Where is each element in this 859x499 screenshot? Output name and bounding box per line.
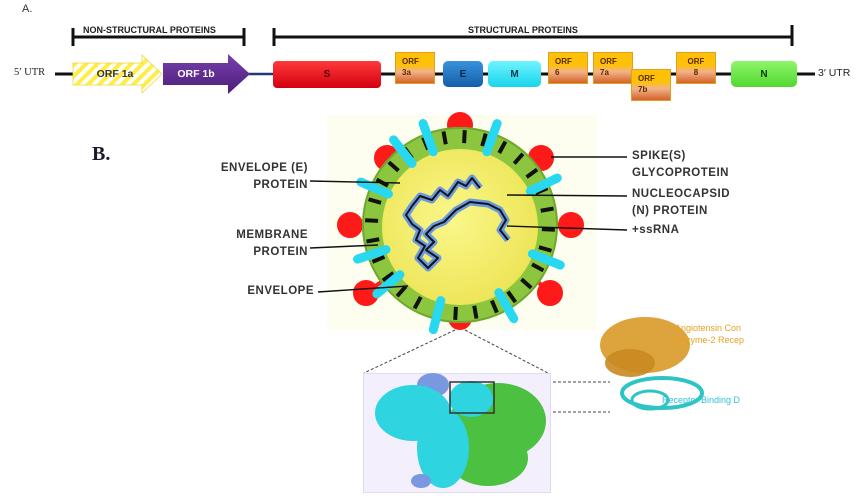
membrane-protein-marker (353, 245, 391, 264)
envelope-e-protein-tick (395, 285, 408, 298)
nucleocapsid-protein-line1: NUCLEOCAPSID (632, 188, 731, 200)
gene-orf7a: ORF 7a (593, 52, 633, 84)
spike-glycoprotein-label: SPIKE(S) GLYCOPROTEIN (632, 148, 729, 182)
orf3a-label-top: ORF (402, 57, 419, 66)
ssrna-label: +ssRNA (632, 224, 680, 236)
spike-trimer-structure (375, 373, 546, 488)
structural-proteins-label: STRUCTURAL PROTEINS (468, 25, 578, 35)
orf7b-label-bottom: 7b (638, 85, 648, 94)
gene-e: E (443, 61, 483, 87)
envelope-e-protein-tick (520, 277, 533, 290)
envelope-e-protein-tick (365, 218, 379, 223)
envelope-e-protein-tick (381, 271, 395, 283)
three-prime-utr-label: 3′ UTR (818, 67, 851, 79)
spike-glycoprotein-line2: GLYCOPROTEIN (632, 167, 729, 179)
orf6-label-bottom: 6 (555, 68, 560, 77)
envelope-inner-shadow (362, 127, 558, 323)
membrane-protein-marker (372, 270, 405, 299)
orf3a-label-bottom: 3a (402, 68, 411, 77)
envelope-e-protein-tick (371, 254, 386, 264)
nucleocapsid-protein-line2: (N) PROTEIN (632, 205, 708, 217)
rbd-highlight-box (449, 381, 495, 414)
callout-lines (309, 156, 628, 293)
orf1b-label: ORF 1b (177, 68, 215, 80)
envelope-e-protein-tick (453, 306, 458, 320)
gene-orf7b: ORF 7b (631, 69, 671, 101)
envelope-e-protein-tick (441, 131, 448, 145)
membrane-protein-line1: MEMBRANE (236, 229, 308, 241)
ace2-label-line2: Enzyme-2 Recep (675, 335, 745, 345)
envelope-e-protein-tick (368, 197, 382, 205)
panel-a-label: A. (22, 3, 33, 15)
membrane-protein-marker (428, 296, 446, 335)
five-prime-utr-label: 5′ UTR (14, 67, 46, 78)
orf1b-arrow (163, 54, 250, 94)
non-structural-bracket (71, 28, 246, 46)
virion-core (382, 149, 538, 305)
membrane-protein-marker (525, 173, 562, 196)
envelope-e-protein-tick (506, 290, 518, 304)
envelope-e-protein-tick (472, 305, 479, 319)
gene-orf8: ORF 8 (676, 52, 716, 84)
envelope-e-protein-line2: PROTEIN (253, 179, 308, 191)
envelope-e-protein-tick (480, 133, 488, 147)
ssrna-backbone (405, 177, 509, 269)
orf6-label-top: ORF (555, 57, 572, 66)
membrane-protein-line2: PROTEIN (253, 246, 308, 258)
orf1a-arrow (72, 54, 163, 94)
orf1a-label: ORF 1a (96, 68, 134, 80)
envelope-e-protein-tick (366, 237, 380, 244)
envelope-e-protein-tick (412, 296, 423, 310)
envelope-e-protein-tick (541, 227, 555, 232)
membrane-protein-marker (418, 119, 438, 157)
membrane-protein-label: MEMBRANE PROTEIN (196, 227, 308, 261)
envelope-e-protein-tick (540, 206, 554, 213)
envelope-e-protein-tick (525, 167, 539, 179)
envelope-e-protein-tick (512, 152, 525, 165)
non-structural-proteins-label: NON-STRUCTURAL PROTEINS (83, 25, 216, 35)
envelope-e-protein-tick (531, 262, 545, 273)
envelope-e-protein-tick (387, 160, 400, 173)
zoom-guide-lines (363, 329, 610, 413)
orf7a-label-bottom: 7a (600, 68, 609, 77)
orf8-label-top: ORF (687, 57, 705, 66)
structural-bracket (272, 25, 794, 46)
envelope-e-protein-label: ENVELOPE (E) PROTEIN (196, 160, 308, 194)
envelope-e-proteins (365, 130, 555, 320)
ace2-rbd-complex (600, 317, 704, 411)
envelope-label: ENVELOPE (247, 285, 314, 297)
membrane-protein-marker (356, 177, 393, 199)
ace2-label-line1: Angiotensin Con (675, 323, 742, 333)
gene-n: N (731, 61, 797, 87)
nucleocapsid-protein-label: NUCLEOCAPSID (N) PROTEIN (632, 186, 730, 220)
membrane-protein-marker (527, 249, 565, 270)
gene-m: M (488, 61, 541, 87)
ace2-label: Angiotensin Con Enzyme-2 Recep (675, 322, 744, 346)
membrane-protein-marker (389, 135, 417, 168)
membrane-proteins (353, 119, 565, 335)
spike-glycoprotein-line1: SPIKE(S) (632, 150, 686, 162)
gene-orf3a: ORF 3a (395, 52, 435, 84)
envelope-e-protein-tick (538, 245, 552, 253)
envelope-e-protein-line1: ENVELOPE (E) (220, 162, 308, 174)
envelope-e-protein-tick (462, 130, 467, 144)
gene-s: S (273, 61, 381, 88)
panel-b-label: B. (92, 143, 111, 165)
orf8-label-bottom: 8 (693, 68, 699, 77)
envelope-e-protein-tick (489, 299, 499, 314)
orf7b-label-top: ORF (638, 74, 655, 83)
envelope-e-protein-tick (497, 140, 508, 154)
membrane-protein-marker (482, 119, 502, 157)
membrane-protein-marker (494, 288, 519, 324)
gene-orf6: ORF 6 (548, 52, 588, 84)
rbd-label: Receptor Binding D (662, 395, 741, 405)
orf7a-label-top: ORF (600, 57, 617, 66)
